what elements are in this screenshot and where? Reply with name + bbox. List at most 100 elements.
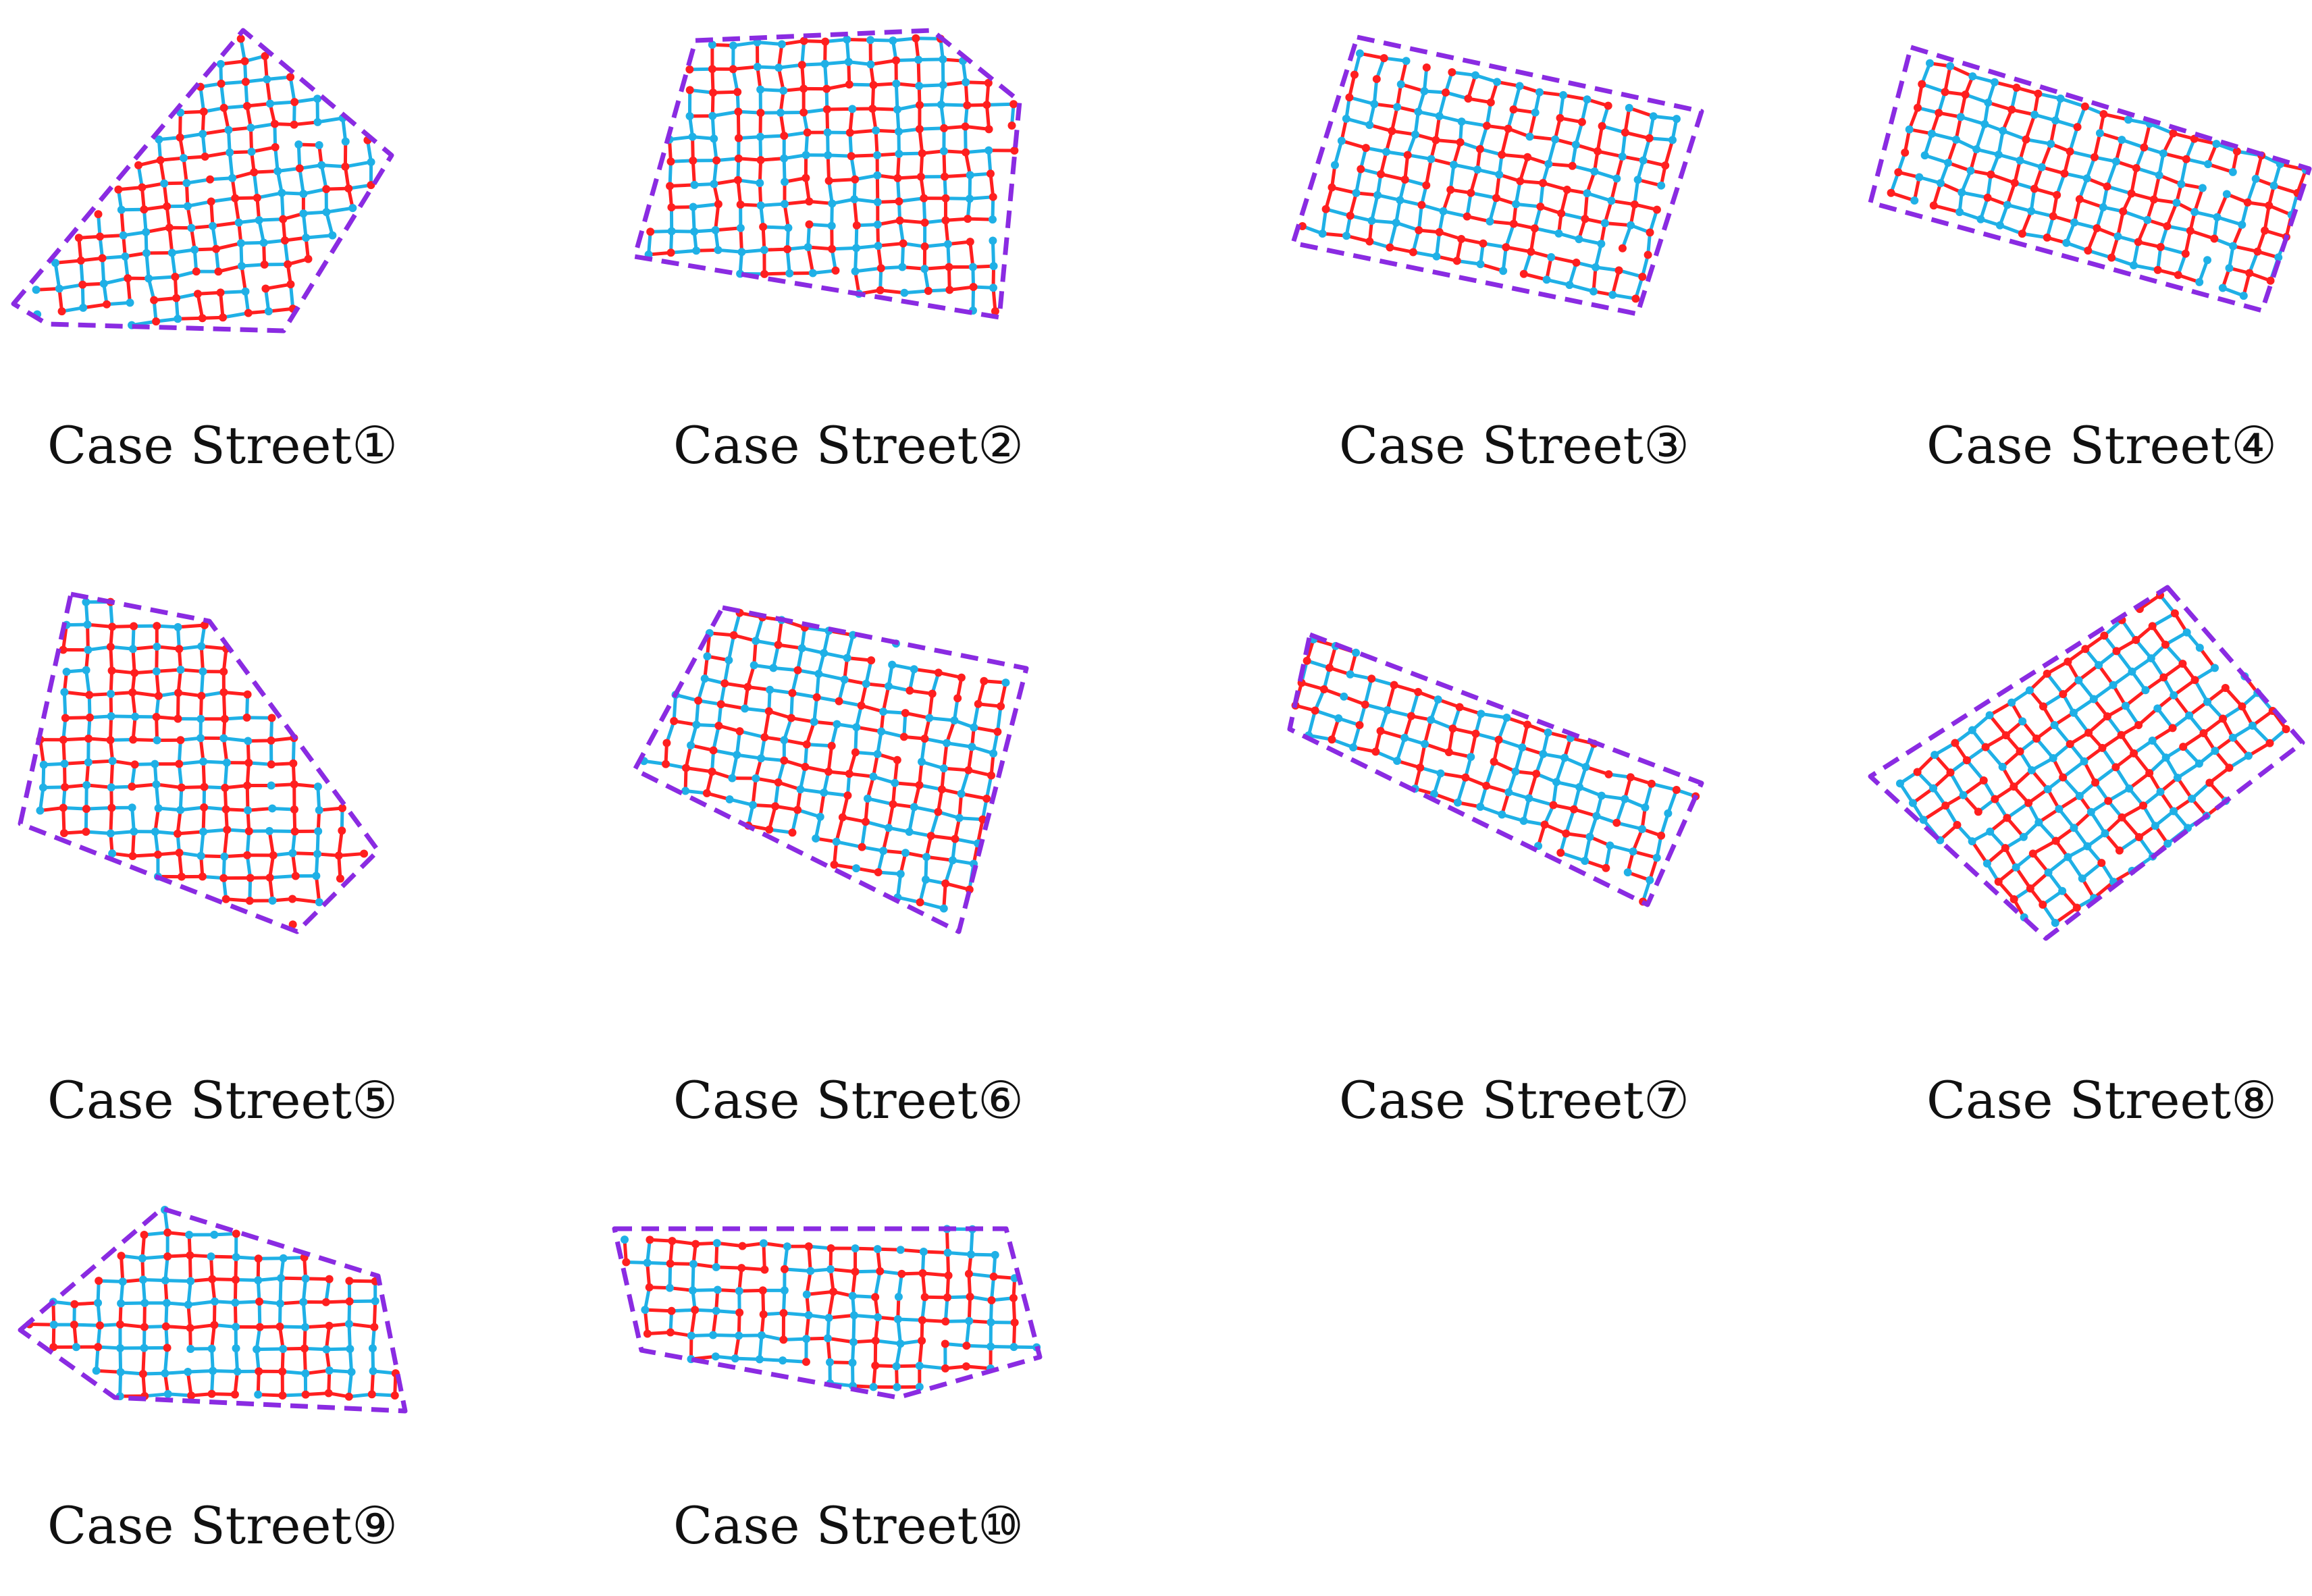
street-node [708, 111, 717, 120]
street-node [1388, 127, 1396, 136]
street-node [851, 175, 860, 184]
street-segment [324, 206, 354, 214]
street-node [963, 101, 972, 109]
street-node [2009, 782, 2018, 791]
street-nodes [639, 608, 1010, 913]
street-node [2024, 799, 2033, 807]
street-node [1539, 179, 1548, 188]
street-segment [240, 264, 248, 294]
street-node [915, 780, 924, 789]
street-node [766, 685, 774, 694]
street-node [877, 727, 886, 736]
street-node [1403, 151, 1412, 159]
street-node [1530, 224, 1539, 233]
street-node [1646, 228, 1654, 237]
street-segment [167, 225, 174, 255]
street-node [199, 107, 208, 116]
street-node [1614, 266, 1623, 275]
street-node [128, 782, 136, 791]
street-node [2253, 247, 2262, 256]
street-node [1544, 159, 1553, 168]
street-node [200, 620, 209, 629]
street-node [131, 712, 140, 721]
street-node [641, 1306, 650, 1314]
street-node [261, 284, 270, 293]
street-segment [2127, 771, 2151, 791]
street-node [216, 288, 225, 297]
street-node [966, 238, 974, 246]
street-node [2221, 683, 2230, 692]
street-node [943, 1248, 952, 1257]
street-segment [894, 82, 899, 111]
street-node [1618, 244, 1627, 252]
street-node [1633, 176, 1642, 184]
street-node [898, 263, 907, 271]
street-node [286, 280, 295, 289]
street-node [1370, 100, 1379, 109]
street-node [1532, 770, 1541, 778]
street-segment [806, 245, 815, 275]
street-node [1009, 1343, 1018, 1352]
street-node [777, 40, 786, 49]
street-node [2195, 277, 2204, 286]
street-node [681, 787, 690, 795]
street-node [84, 735, 93, 743]
street-node [729, 631, 738, 639]
street-node [646, 1235, 654, 1244]
street-node [816, 812, 824, 821]
street-node [161, 1369, 169, 1378]
street-node [1422, 63, 1431, 72]
street-segment [255, 1347, 285, 1352]
street-node [1585, 832, 1594, 841]
street-node [843, 35, 851, 44]
street-node [1380, 54, 1388, 63]
street-node [1527, 247, 1535, 256]
street-node [690, 180, 699, 189]
case-street-map-6 [632, 605, 1029, 934]
street-segment [84, 668, 91, 697]
street-segment [851, 1313, 856, 1344]
street-segment [1466, 73, 1477, 101]
street-node [989, 1272, 998, 1281]
street-node [1602, 863, 1610, 872]
street-segment [964, 1364, 993, 1371]
street-node [114, 185, 123, 194]
street-node [244, 737, 253, 745]
case-street-map-7 [1287, 632, 1704, 907]
street-node [313, 95, 322, 103]
street-segment [131, 830, 136, 858]
street-segment [1541, 181, 1569, 192]
street-segment [211, 221, 241, 228]
street-node [150, 296, 159, 304]
street-node [1427, 155, 1436, 163]
street-node [756, 201, 765, 210]
street-node [1918, 80, 1926, 88]
street-node [1926, 59, 1935, 68]
street-node [1392, 218, 1400, 227]
street-node [82, 827, 90, 836]
street-node [905, 828, 914, 836]
street-node [793, 666, 802, 674]
street-node [2119, 207, 2128, 216]
street-segment [2192, 186, 2205, 214]
street-node [2127, 189, 2136, 198]
street-node [1565, 281, 1574, 290]
street-segment [1434, 230, 1442, 259]
street-node [214, 267, 223, 276]
street-node [94, 1343, 103, 1352]
street-node [2118, 136, 2126, 144]
street-node [1581, 215, 1590, 223]
street-segment [2198, 646, 2217, 670]
street-node [689, 203, 698, 211]
street-segment [918, 127, 924, 155]
street-node [969, 283, 978, 292]
street-node [984, 146, 993, 155]
street-node [1999, 126, 2007, 135]
street-node [2266, 276, 2275, 285]
street-node [267, 781, 275, 790]
street-segment [826, 1336, 856, 1344]
street-node [156, 156, 165, 165]
street-node [2090, 153, 2099, 161]
district-boundary [18, 591, 381, 934]
street-node [845, 770, 853, 778]
